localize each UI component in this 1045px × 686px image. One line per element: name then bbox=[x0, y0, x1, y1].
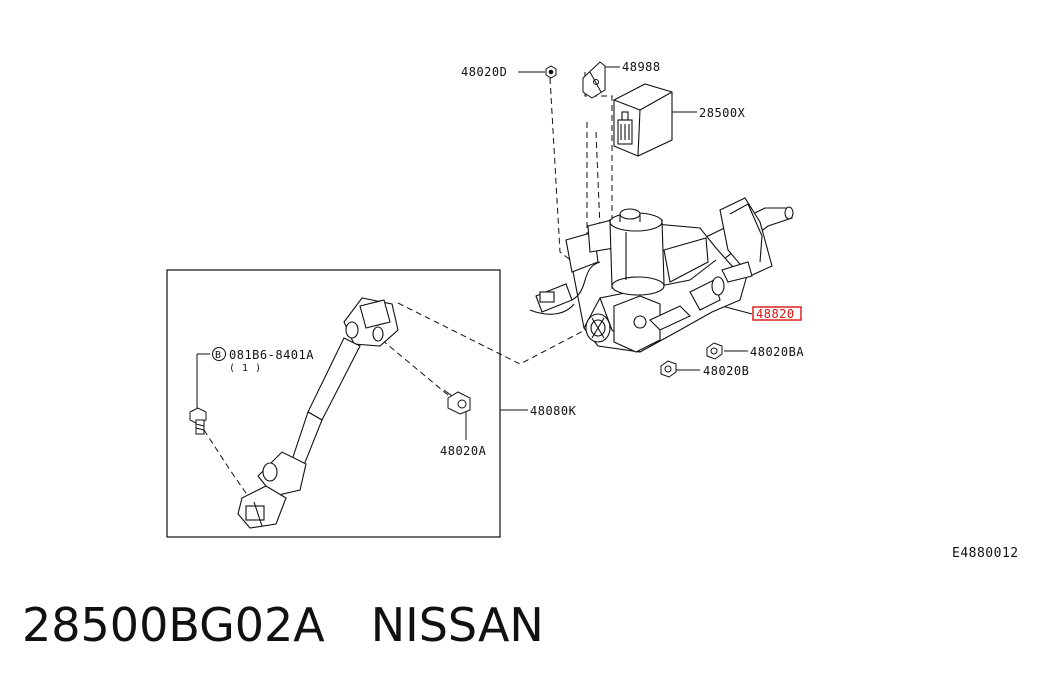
label-48020A: 48020A bbox=[440, 444, 487, 458]
bolt-circle-letter: B bbox=[215, 350, 222, 361]
nut-48020BA-icon[interactable] bbox=[706, 342, 723, 360]
part-footer: 28500BG02A NISSAN bbox=[22, 598, 544, 652]
label-48820[interactable]: 48820 bbox=[756, 307, 795, 321]
label-28500X: 28500X bbox=[699, 106, 746, 120]
part-number: 28500BG02A bbox=[22, 598, 325, 652]
leader-lines bbox=[196, 66, 753, 440]
brand-name: NISSAN bbox=[370, 598, 544, 652]
label-48020D: 48020D bbox=[461, 65, 507, 79]
steering-column-assembly-icon[interactable] bbox=[529, 197, 794, 353]
label-081B6-8401A: 081B6-8401A bbox=[229, 348, 314, 362]
intermediate-shaft-48080K-icon[interactable] bbox=[237, 297, 399, 529]
label-48080K: 48080K bbox=[530, 404, 577, 418]
dashed-assembly-lines bbox=[203, 72, 613, 497]
bolt-48020A-icon[interactable] bbox=[443, 389, 471, 415]
label-bolt-qty: ( 1 ) bbox=[229, 363, 262, 374]
bolt-circle-marker bbox=[212, 347, 226, 361]
highlight-box-48820 bbox=[752, 306, 802, 321]
bolt-081B6-8401A-icon[interactable] bbox=[189, 407, 207, 435]
diagram-id: E4880012 bbox=[952, 546, 1019, 561]
label-48988: 48988 bbox=[622, 60, 661, 74]
label-48020BA: 48020BA bbox=[750, 345, 804, 359]
shaft-inset-box bbox=[166, 269, 501, 538]
control-module-28500X-icon[interactable] bbox=[613, 83, 673, 157]
nut-48020B-icon[interactable] bbox=[660, 360, 677, 378]
bracket-48988-icon[interactable] bbox=[582, 61, 606, 99]
nut-48020D-icon[interactable] bbox=[545, 65, 557, 79]
label-48020B: 48020B bbox=[703, 364, 749, 378]
